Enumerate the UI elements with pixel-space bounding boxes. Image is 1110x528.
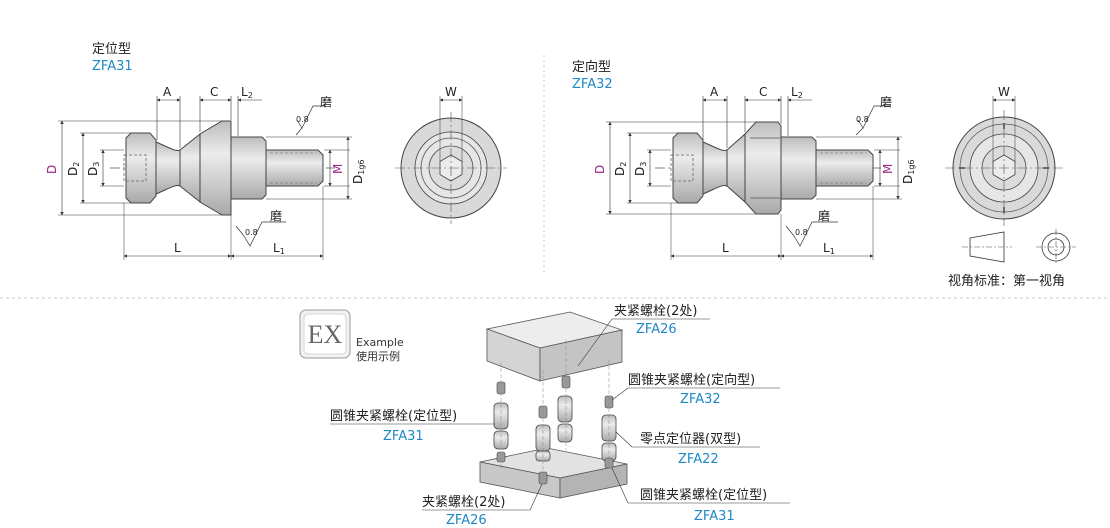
left-dim-M: M bbox=[331, 164, 345, 174]
left-code: ZFA31 bbox=[92, 59, 133, 74]
example-title-en: Example bbox=[356, 336, 404, 349]
left-dim-D2: D2 bbox=[66, 162, 81, 176]
first-angle-projection-icon bbox=[962, 229, 1076, 265]
left-dim-D1g6: D1g6 bbox=[351, 159, 366, 184]
callout-6: 圆锥夹紧螺栓(定位型) ZFA31 bbox=[611, 467, 790, 524]
svg-text:零点定位器(双型): 零点定位器(双型) bbox=[640, 432, 741, 447]
right-dim-L2: L2 bbox=[791, 85, 803, 100]
svg-text:夹紧螺栓(2处): 夹紧螺栓(2处) bbox=[422, 495, 505, 510]
right-dim-A: A bbox=[710, 85, 719, 99]
left-dim-L: L bbox=[174, 241, 181, 255]
example-title-cn: 使用示例 bbox=[356, 349, 400, 363]
ex-badge: EX bbox=[299, 309, 351, 359]
svg-text:ZFA32: ZFA32 bbox=[680, 392, 721, 407]
left-part-front-view: W bbox=[395, 85, 507, 224]
svg-text:ZFA26: ZFA26 bbox=[446, 513, 487, 528]
callout-1: 夹紧螺栓(2处) ZFA26 bbox=[577, 304, 710, 367]
left-dim-L2: L2 bbox=[241, 85, 253, 100]
callout-5: 夹紧螺栓(2处) ZFA26 bbox=[422, 483, 543, 528]
left-panel: 定位型 ZFA31 A C L2 bbox=[45, 42, 507, 260]
right-dim-D2: D2 bbox=[613, 162, 628, 176]
svg-text:0.8: 0.8 bbox=[795, 228, 808, 237]
grind-label: 磨 bbox=[818, 209, 830, 223]
projection-note: 视角标准：第一视角 bbox=[948, 274, 1065, 289]
left-type-name: 定位型 bbox=[92, 42, 131, 57]
svg-text:0.8: 0.8 bbox=[856, 115, 869, 124]
right-dim-M: M bbox=[881, 164, 895, 174]
right-part-front-view: W bbox=[945, 85, 1063, 226]
left-dim-W: W bbox=[445, 85, 457, 99]
callout-2: 圆锥夹紧螺栓(定向型) ZFA32 bbox=[611, 372, 780, 407]
svg-text:夹紧螺栓(2处): 夹紧螺栓(2处) bbox=[614, 304, 697, 319]
svg-text:圆锥夹紧螺栓(定位型): 圆锥夹紧螺栓(定位型) bbox=[640, 488, 767, 503]
svg-text:EX: EX bbox=[308, 320, 343, 349]
right-roughness-bottom: 0.8 磨 bbox=[785, 209, 838, 247]
right-dim-L: L bbox=[722, 241, 729, 255]
svg-text:ZFA22: ZFA22 bbox=[678, 452, 719, 467]
svg-text:ZFA31: ZFA31 bbox=[383, 429, 424, 444]
svg-text:圆锥夹紧螺栓(定位型): 圆锥夹紧螺栓(定位型) bbox=[330, 409, 457, 424]
left-roughness-bottom: 0.8 磨 bbox=[235, 209, 286, 247]
svg-text:圆锥夹紧螺栓(定向型): 圆锥夹紧螺栓(定向型) bbox=[628, 372, 755, 388]
right-roughness-top: 0.8 磨 bbox=[855, 95, 892, 136]
example-section: EX Example 使用示例 bbox=[299, 304, 790, 528]
right-dim-C: C bbox=[759, 85, 767, 99]
right-part-side-view bbox=[670, 121, 874, 215]
left-part-side-view bbox=[123, 120, 324, 216]
svg-text:ZFA31: ZFA31 bbox=[694, 509, 735, 524]
left-roughness-top: 0.8 磨 bbox=[295, 95, 332, 136]
left-dim-C: C bbox=[210, 85, 218, 99]
right-dim-L1: L1 bbox=[823, 241, 835, 256]
svg-text:0.8: 0.8 bbox=[245, 228, 258, 237]
right-dim-D3: D3 bbox=[633, 162, 648, 176]
right-type-name: 定向型 bbox=[572, 59, 611, 75]
right-panel: 定向型 ZFA32 A C L2 bbox=[572, 59, 1076, 289]
right-dim-D: D bbox=[593, 165, 607, 174]
top-plate bbox=[485, 311, 624, 382]
grind-label: 磨 bbox=[880, 95, 892, 109]
left-dim-A: A bbox=[163, 85, 172, 99]
callout-3: 圆锥夹紧螺栓(定位型) ZFA31 bbox=[330, 409, 495, 444]
left-dim-D3: D3 bbox=[86, 162, 101, 176]
right-dim-W: W bbox=[998, 85, 1010, 99]
right-dim-D1g6: D1g6 bbox=[901, 159, 916, 184]
left-dim-D: D bbox=[45, 165, 59, 174]
grind-label: 磨 bbox=[320, 95, 332, 109]
svg-text:0.8: 0.8 bbox=[296, 115, 309, 124]
grind-label: 磨 bbox=[270, 209, 282, 223]
svg-text:ZFA26: ZFA26 bbox=[636, 322, 677, 337]
left-dim-L1: L1 bbox=[273, 241, 285, 256]
right-code: ZFA32 bbox=[572, 77, 613, 92]
callout-4: 零点定位器(双型) ZFA22 bbox=[615, 431, 760, 467]
